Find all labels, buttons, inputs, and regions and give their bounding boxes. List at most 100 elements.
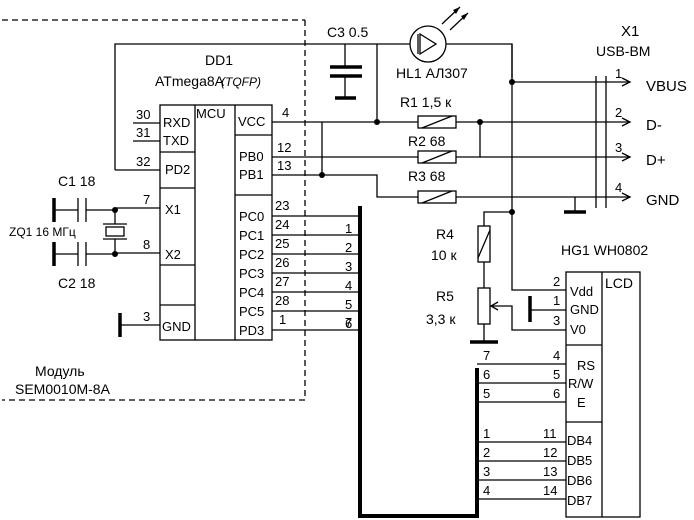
pin-num-8: 8 xyxy=(143,237,150,252)
mcu-package: (TQFP) xyxy=(221,75,261,89)
pin-num-13: 13 xyxy=(277,158,291,173)
mcu-port-lines xyxy=(272,215,358,331)
pin-num-3: 3 xyxy=(143,309,150,324)
lcd-num-3: 3 xyxy=(553,313,560,328)
pin-num-28: 28 xyxy=(275,293,289,308)
mcu-block-label: MCU xyxy=(196,106,226,121)
lcd-pin-db5: DB5 xyxy=(567,453,592,468)
r3-label: R3 68 xyxy=(408,168,446,184)
module-name: Модуль xyxy=(35,363,85,379)
pin-num-25: 25 xyxy=(275,236,289,251)
led-label: HL1 АЛ307 xyxy=(396,65,468,81)
lcd-pin-db4: DB4 xyxy=(567,433,592,448)
pin-num-24: 24 xyxy=(275,217,289,232)
lcd-num-12: 12 xyxy=(543,445,557,460)
lcd-pin-rw: R/W xyxy=(568,376,594,391)
lcd-module: HG1 WH0802 LCD Vdd GND V0 2 1 3 RS R/W E… xyxy=(543,242,648,518)
lcd-pin-rs: RS xyxy=(577,358,595,373)
usb-pin-vbus: VBUS xyxy=(646,78,687,95)
bus-num-6: 6 xyxy=(345,316,352,331)
r4-value: 10 к xyxy=(431,247,457,263)
usb-type: USB-BM xyxy=(596,43,650,59)
pin-name-pb0: PB0 xyxy=(239,149,264,164)
usb-pin-dminus: D- xyxy=(646,117,662,134)
pin-num-32: 32 xyxy=(136,154,150,169)
pin-num-26: 26 xyxy=(275,255,289,270)
pin-name-txd: TXD xyxy=(163,133,189,148)
c3-label: C3 0.5 xyxy=(327,24,368,40)
resistor-r5: R5 3,3 к xyxy=(426,287,566,344)
mcu-left-pins: RXD TXD 30 31 PD2 32 X1 7 X2 8 GND 3 xyxy=(115,107,191,337)
crystal-circuit: C1 18 ZQ1 16 МГц C2 18 xyxy=(9,173,127,291)
lcd-num-14: 14 xyxy=(543,483,557,498)
pin-name-pd2: PD2 xyxy=(165,162,190,177)
lcd-num-2: 2 xyxy=(553,274,560,289)
lcd-num-13: 13 xyxy=(543,464,557,479)
lcd-num-4: 4 xyxy=(553,348,560,363)
lcd-bus-num-1: 1 xyxy=(483,426,490,441)
usb-pin-num-4: 4 xyxy=(615,180,622,195)
pin-num-30: 30 xyxy=(136,107,150,122)
module-boundary xyxy=(2,19,306,401)
lcd-bus-num-3: 3 xyxy=(483,464,490,479)
crystal-label: ZQ1 16 МГц xyxy=(9,225,76,239)
lcd-vdd-wire xyxy=(511,212,566,291)
pin-name-x2: X2 xyxy=(165,247,181,262)
r1-label: R1 1,5 к xyxy=(400,94,452,110)
pin-name-vcc: VCC xyxy=(238,114,265,129)
lcd-block-label: LCD xyxy=(605,275,633,291)
lcd-pin-db6: DB6 xyxy=(567,473,592,488)
lcd-pin-v0: V0 xyxy=(570,322,586,337)
bus-num-3: 3 xyxy=(345,259,352,274)
bus-num-5: 5 xyxy=(345,297,352,312)
lcd-bus-num-6: 6 xyxy=(483,367,490,382)
mcu-part: ATmega8A xyxy=(155,73,225,89)
usb-ref: X1 xyxy=(621,23,639,40)
pin-name-pc0: PC0 xyxy=(239,209,264,224)
pin-num-7: 7 xyxy=(143,192,150,207)
capacitor-c3: C3 0.5 xyxy=(327,24,368,100)
pin-name-pd3: PD3 xyxy=(239,323,264,338)
resistor-r3: R3 68 xyxy=(272,168,596,204)
lcd-num-6: 6 xyxy=(553,386,560,401)
r5-value: 3,3 к xyxy=(426,311,456,327)
lcd-pin-vdd: Vdd xyxy=(570,284,593,299)
lcd-num-11: 11 xyxy=(543,426,557,441)
pin-name-rxd: RXD xyxy=(163,115,190,130)
lcd-bus-num-4: 4 xyxy=(483,483,490,498)
r2-label: R2 68 xyxy=(408,133,446,149)
pin-name-pc2: PC2 xyxy=(239,247,264,262)
bus-num-2: 2 xyxy=(345,240,352,255)
pin-name-gnd: GND xyxy=(162,319,191,334)
usb-pin-gnd: GND xyxy=(646,192,680,209)
usb-pin-num-2: 2 xyxy=(615,105,622,120)
pin-num-4: 4 xyxy=(282,105,289,120)
lcd-bus-num-7: 7 xyxy=(483,348,490,363)
pin-num-23: 23 xyxy=(275,198,289,213)
r4-ref: R4 xyxy=(436,226,454,242)
resistor-r4: R4 10 к xyxy=(431,211,512,288)
module-part: SEM0010M-8A xyxy=(15,381,111,397)
lcd-bus-lines: 7 6 5 1 2 3 4 xyxy=(477,348,566,500)
lcd-pin-e: E xyxy=(577,395,586,410)
led-hl1: HL1 АЛ307 xyxy=(396,6,469,81)
lcd-num-1: 1 xyxy=(553,293,560,308)
lcd-bus-num-5: 5 xyxy=(483,386,490,401)
pin-name-pc1: PC1 xyxy=(239,228,264,243)
lcd-pin-db7: DB7 xyxy=(567,493,592,508)
c2-label: C2 18 xyxy=(58,275,96,291)
usb-pin-num-3: 3 xyxy=(615,140,622,155)
pin-num-27: 27 xyxy=(275,274,289,289)
bus-num-1: 1 xyxy=(345,221,352,236)
bus-num-7: 7 xyxy=(345,315,352,330)
bus-num-4: 4 xyxy=(345,278,352,293)
lcd-gnd-wire xyxy=(529,298,566,320)
mcu-ref: DD1 xyxy=(205,52,233,68)
pin-name-pc5: PC5 xyxy=(239,304,264,319)
pin-num-12: 12 xyxy=(277,140,291,155)
mcu-right-pins: VCC 4 PB0 12 PB1 13 PC0 PC1 PC2 PC3 PC4 … xyxy=(238,105,352,338)
usb-pin-num-1: 1 xyxy=(615,66,622,81)
pin-num-1: 1 xyxy=(279,312,286,327)
pin-name-x1: X1 xyxy=(165,202,181,217)
lcd-num-5: 5 xyxy=(553,367,560,382)
